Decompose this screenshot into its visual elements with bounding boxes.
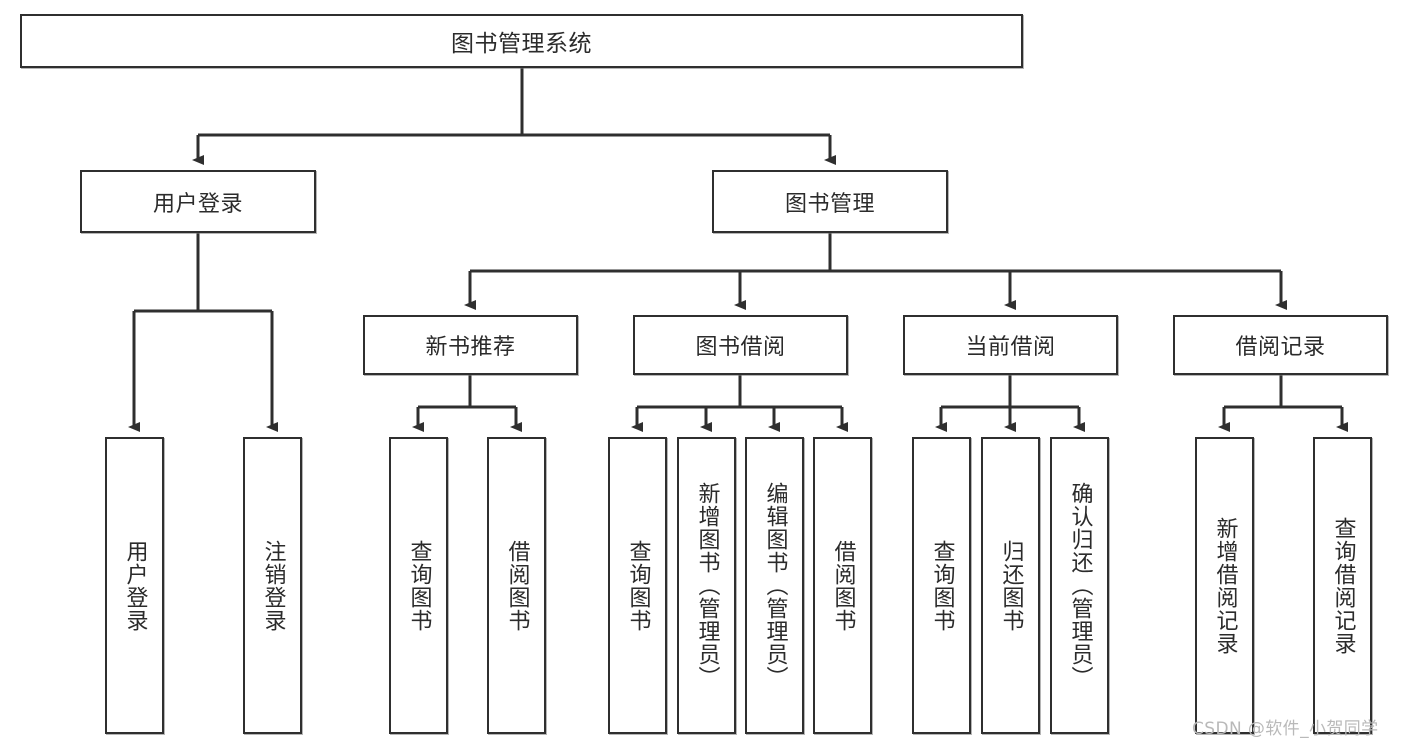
leaf-user-login[interactable]: 用户登录 [105, 437, 164, 734]
node-label: 归还图书 [998, 539, 1024, 632]
leaf-add-book-admin[interactable]: 新增图书（管理员） [677, 437, 736, 734]
node-label: 查询图书 [929, 539, 955, 632]
node-label: 新书推荐 [425, 335, 516, 360]
leaf-borrow-book-borrow[interactable]: 借阅图书 [813, 437, 872, 734]
leaf-query-book-current[interactable]: 查询图书 [912, 437, 971, 734]
node-label: 确认归还（管理员） [1067, 482, 1093, 689]
node-label: 用户登录 [152, 191, 243, 217]
node-label: 编辑图书（管理员） [762, 482, 788, 689]
leaf-add-borrow-record[interactable]: 新增借阅记录 [1195, 437, 1254, 734]
csdn-watermark: CSDN @软件_小贺同学 [1192, 719, 1379, 739]
node-label: 当前借阅 [965, 335, 1056, 360]
node-label: 新增图书（管理员） [694, 482, 720, 689]
leaf-edit-book-admin[interactable]: 编辑图书（管理员） [745, 437, 804, 734]
node-label: 新增借阅记录 [1212, 516, 1238, 655]
node-label: 借阅图书 [830, 539, 856, 632]
leaf-query-borrow-record[interactable]: 查询借阅记录 [1313, 437, 1372, 734]
node-label: 图书管理系统 [451, 31, 592, 57]
node-new-book-recommend[interactable]: 新书推荐 [363, 315, 578, 375]
node-book-borrow[interactable]: 图书借阅 [633, 315, 848, 375]
leaf-logout[interactable]: 注销登录 [243, 437, 302, 734]
node-label: 查询图书 [625, 539, 651, 632]
node-book-management-system[interactable]: 图书管理系统 [20, 14, 1023, 68]
node-label: 图书借阅 [695, 335, 786, 360]
leaf-query-book-new-book[interactable]: 查询图书 [389, 437, 448, 734]
node-label: 注销登录 [260, 539, 286, 632]
node-label: 图书管理 [784, 191, 875, 217]
node-current-borrow[interactable]: 当前借阅 [903, 315, 1118, 375]
leaf-borrow-book-new-book[interactable]: 借阅图书 [487, 437, 546, 734]
node-book-management[interactable]: 图书管理 [712, 170, 948, 233]
node-label: 用户登录 [122, 539, 148, 632]
node-borrow-record[interactable]: 借阅记录 [1173, 315, 1388, 375]
node-label: 借阅图书 [504, 539, 530, 632]
leaf-return-book[interactable]: 归还图书 [981, 437, 1040, 734]
node-label: 查询借阅记录 [1330, 516, 1356, 655]
node-label: 借阅记录 [1235, 335, 1326, 360]
leaf-query-book-borrow[interactable]: 查询图书 [608, 437, 667, 734]
node-label: 查询图书 [406, 539, 432, 632]
node-user-login[interactable]: 用户登录 [80, 170, 316, 233]
leaf-confirm-return-admin[interactable]: 确认归还（管理员） [1050, 437, 1109, 734]
